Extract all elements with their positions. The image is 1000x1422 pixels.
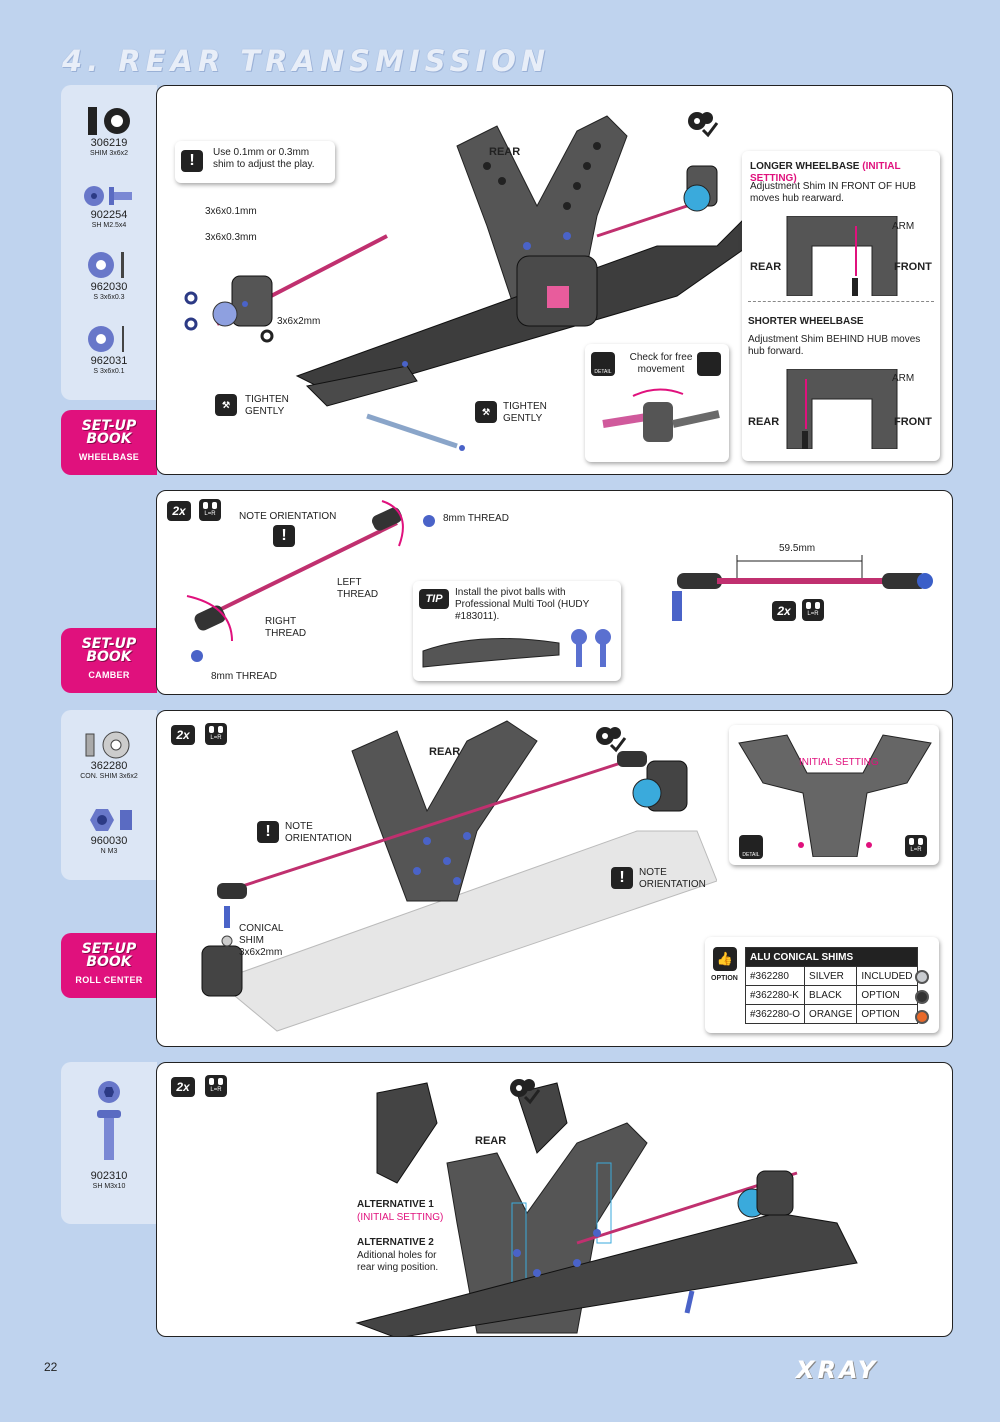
part-962031: 962031 S 3x6x0.1 [61, 323, 157, 376]
page-title: 4. REAR TRANSMISSION [62, 44, 551, 78]
shim-icon [88, 326, 124, 352]
length-dimension: 59.5mm [779, 543, 816, 554]
detail-icon: DETAIL [591, 352, 615, 376]
tighten-callout-1: ⚒ TIGHTEN GENTLY [215, 394, 289, 417]
count-badge: 2x [171, 1077, 195, 1097]
note-orientation-label: NOTE ORIENTATION [285, 821, 352, 844]
left-right-icon: L=R [802, 599, 824, 621]
parts-sidebar-1: 306219 SHIM 3x6x2 902254 SH M2.5x4 96203… [61, 85, 157, 400]
roll-center-drawing [201, 720, 717, 1032]
left-right-icon: L=R [205, 723, 227, 745]
rear-label: REAR [489, 146, 521, 158]
setup-book-camber[interactable]: SET-UP BOOK CAMBER [61, 628, 157, 693]
rear-transmission-drawing [184, 115, 778, 451]
rear-label: REAR [475, 1135, 507, 1147]
alternative-1-initial: (INITIAL SETTING) [357, 1212, 444, 1223]
longer-arm-diagram [786, 216, 898, 296]
warning-icon: ! [611, 867, 633, 889]
shock-tower-icon [738, 734, 932, 857]
nut-icon [90, 809, 132, 831]
rotate-icon [697, 352, 721, 376]
panel-rear-wing: 2x L=R REAR ALTERNATIVE 1 (INITIAL SETTI… [156, 1062, 953, 1337]
part-962030: 962030 S 3x6x0.3 [61, 249, 157, 302]
thread-bottom-label: 8mm THREAD [211, 671, 277, 682]
alternative-2-desc: Aditional holes for rear wing position. [357, 1250, 439, 1273]
shorter-arm-diagram [786, 369, 898, 449]
count-badge: 2x [772, 601, 796, 621]
left-thread-label: LEFT THREAD [337, 577, 379, 600]
conical-shim-icon [85, 731, 130, 759]
parts-sidebar-3: 362280 CON. SHIM 3x6x2 960030 N M3 [61, 710, 157, 880]
count-badge: 2x [167, 501, 191, 521]
conical-shim-label: CONICAL SHIM 3x6x2mm [239, 923, 284, 958]
part-306219: 306219 SHIM 3x6x2 [61, 105, 157, 158]
tip-box: TIP Install the pivot balls with Profess… [413, 581, 621, 681]
swatch-silver [915, 970, 929, 984]
part-902254: 902254 SH M2.5x4 [61, 183, 157, 230]
setup-book-roll-center[interactable]: SET-UP BOOK ROLL CENTER [61, 933, 157, 998]
rear-label: REAR [429, 746, 461, 758]
part-362280: 362280 CON. SHIM 3x6x2 [61, 730, 157, 781]
page-number: 22 [44, 1360, 58, 1374]
panel-roll-center: 2x L=R REAR ! NOTE ORIENTATION ! NOTE OR… [156, 710, 953, 1047]
detail-icon: DETAIL [739, 835, 763, 859]
warning-icon: ! [257, 821, 279, 843]
left-right-icon: L=R [905, 835, 927, 857]
swatch-orange [915, 1010, 929, 1024]
detail-box-free-movement: DETAIL Check for free movement [585, 344, 729, 462]
left-right-icon: L=R [199, 499, 221, 521]
shim-icon [88, 252, 124, 278]
wrench-icon: ⚒ [475, 401, 497, 423]
screw-icon [97, 1081, 121, 1160]
camber-link-drawing [186, 500, 435, 662]
wheelbase-options-box: LONGER WHEELBASE (INITIAL SETTING) Adjus… [742, 151, 940, 461]
gear-check-icon [593, 723, 627, 753]
shim-label-01: 3x6x0.1mm [205, 206, 257, 217]
thread-top-label: 8mm THREAD [443, 513, 509, 524]
brand-logo: XRAY [796, 1356, 879, 1384]
count-badge: 2x [171, 725, 195, 745]
note-orientation-label: NOTE ORIENTATION [239, 511, 337, 522]
panel-camber-link: 2x L=R NOTE ORIENTATION ! 8mm THREAD LEF… [156, 490, 953, 695]
setup-book-wheelbase[interactable]: SET-UP BOOK WHEELBASE [61, 410, 157, 475]
shim-label-03: 3x6x0.3mm [205, 232, 257, 243]
wrench-icon: ⚒ [215, 394, 237, 416]
part-902310: 902310 SH M3x10 [61, 1080, 157, 1191]
gear-check-icon [685, 108, 719, 138]
thumb-up-icon: 👍 [713, 947, 737, 971]
assembled-link-drawing [672, 555, 933, 621]
multi-tool-icon [422, 629, 611, 668]
note-callout: ! Use 0.1mm or 0.3mm shim to adjust the … [175, 141, 335, 183]
swatch-black [915, 990, 929, 1004]
part-960030: 960030 N M3 [61, 805, 157, 856]
left-right-icon: L=R [205, 1075, 227, 1097]
shim-label-2: 3x6x2mm [277, 316, 321, 327]
tighten-callout-2: ⚒ TIGHTEN GENTLY [475, 401, 547, 424]
shim-side-icon [88, 107, 130, 135]
warning-icon: ! [181, 150, 203, 172]
tip-badge: TIP [419, 589, 449, 609]
right-thread-label: RIGHT THREAD [265, 616, 307, 639]
note-orientation-label: NOTE ORIENTATION [639, 867, 706, 890]
alternative-1-label: ALTERNATIVE 1 [357, 1199, 434, 1210]
warning-icon: ! [273, 525, 295, 547]
parts-sidebar-4: 902310 SH M3x10 [61, 1062, 157, 1224]
rear-wing-drawing [355, 1082, 858, 1336]
panel-rear-hub: ! Use 0.1mm or 0.3mm shim to adjust the … [156, 85, 953, 475]
gear-check-icon [507, 1075, 541, 1105]
screw-icon [84, 186, 132, 206]
alternative-2-label: ALTERNATIVE 2 [357, 1237, 434, 1248]
initial-setting-box: INITIAL SETTING DETAIL L=R [729, 725, 939, 865]
